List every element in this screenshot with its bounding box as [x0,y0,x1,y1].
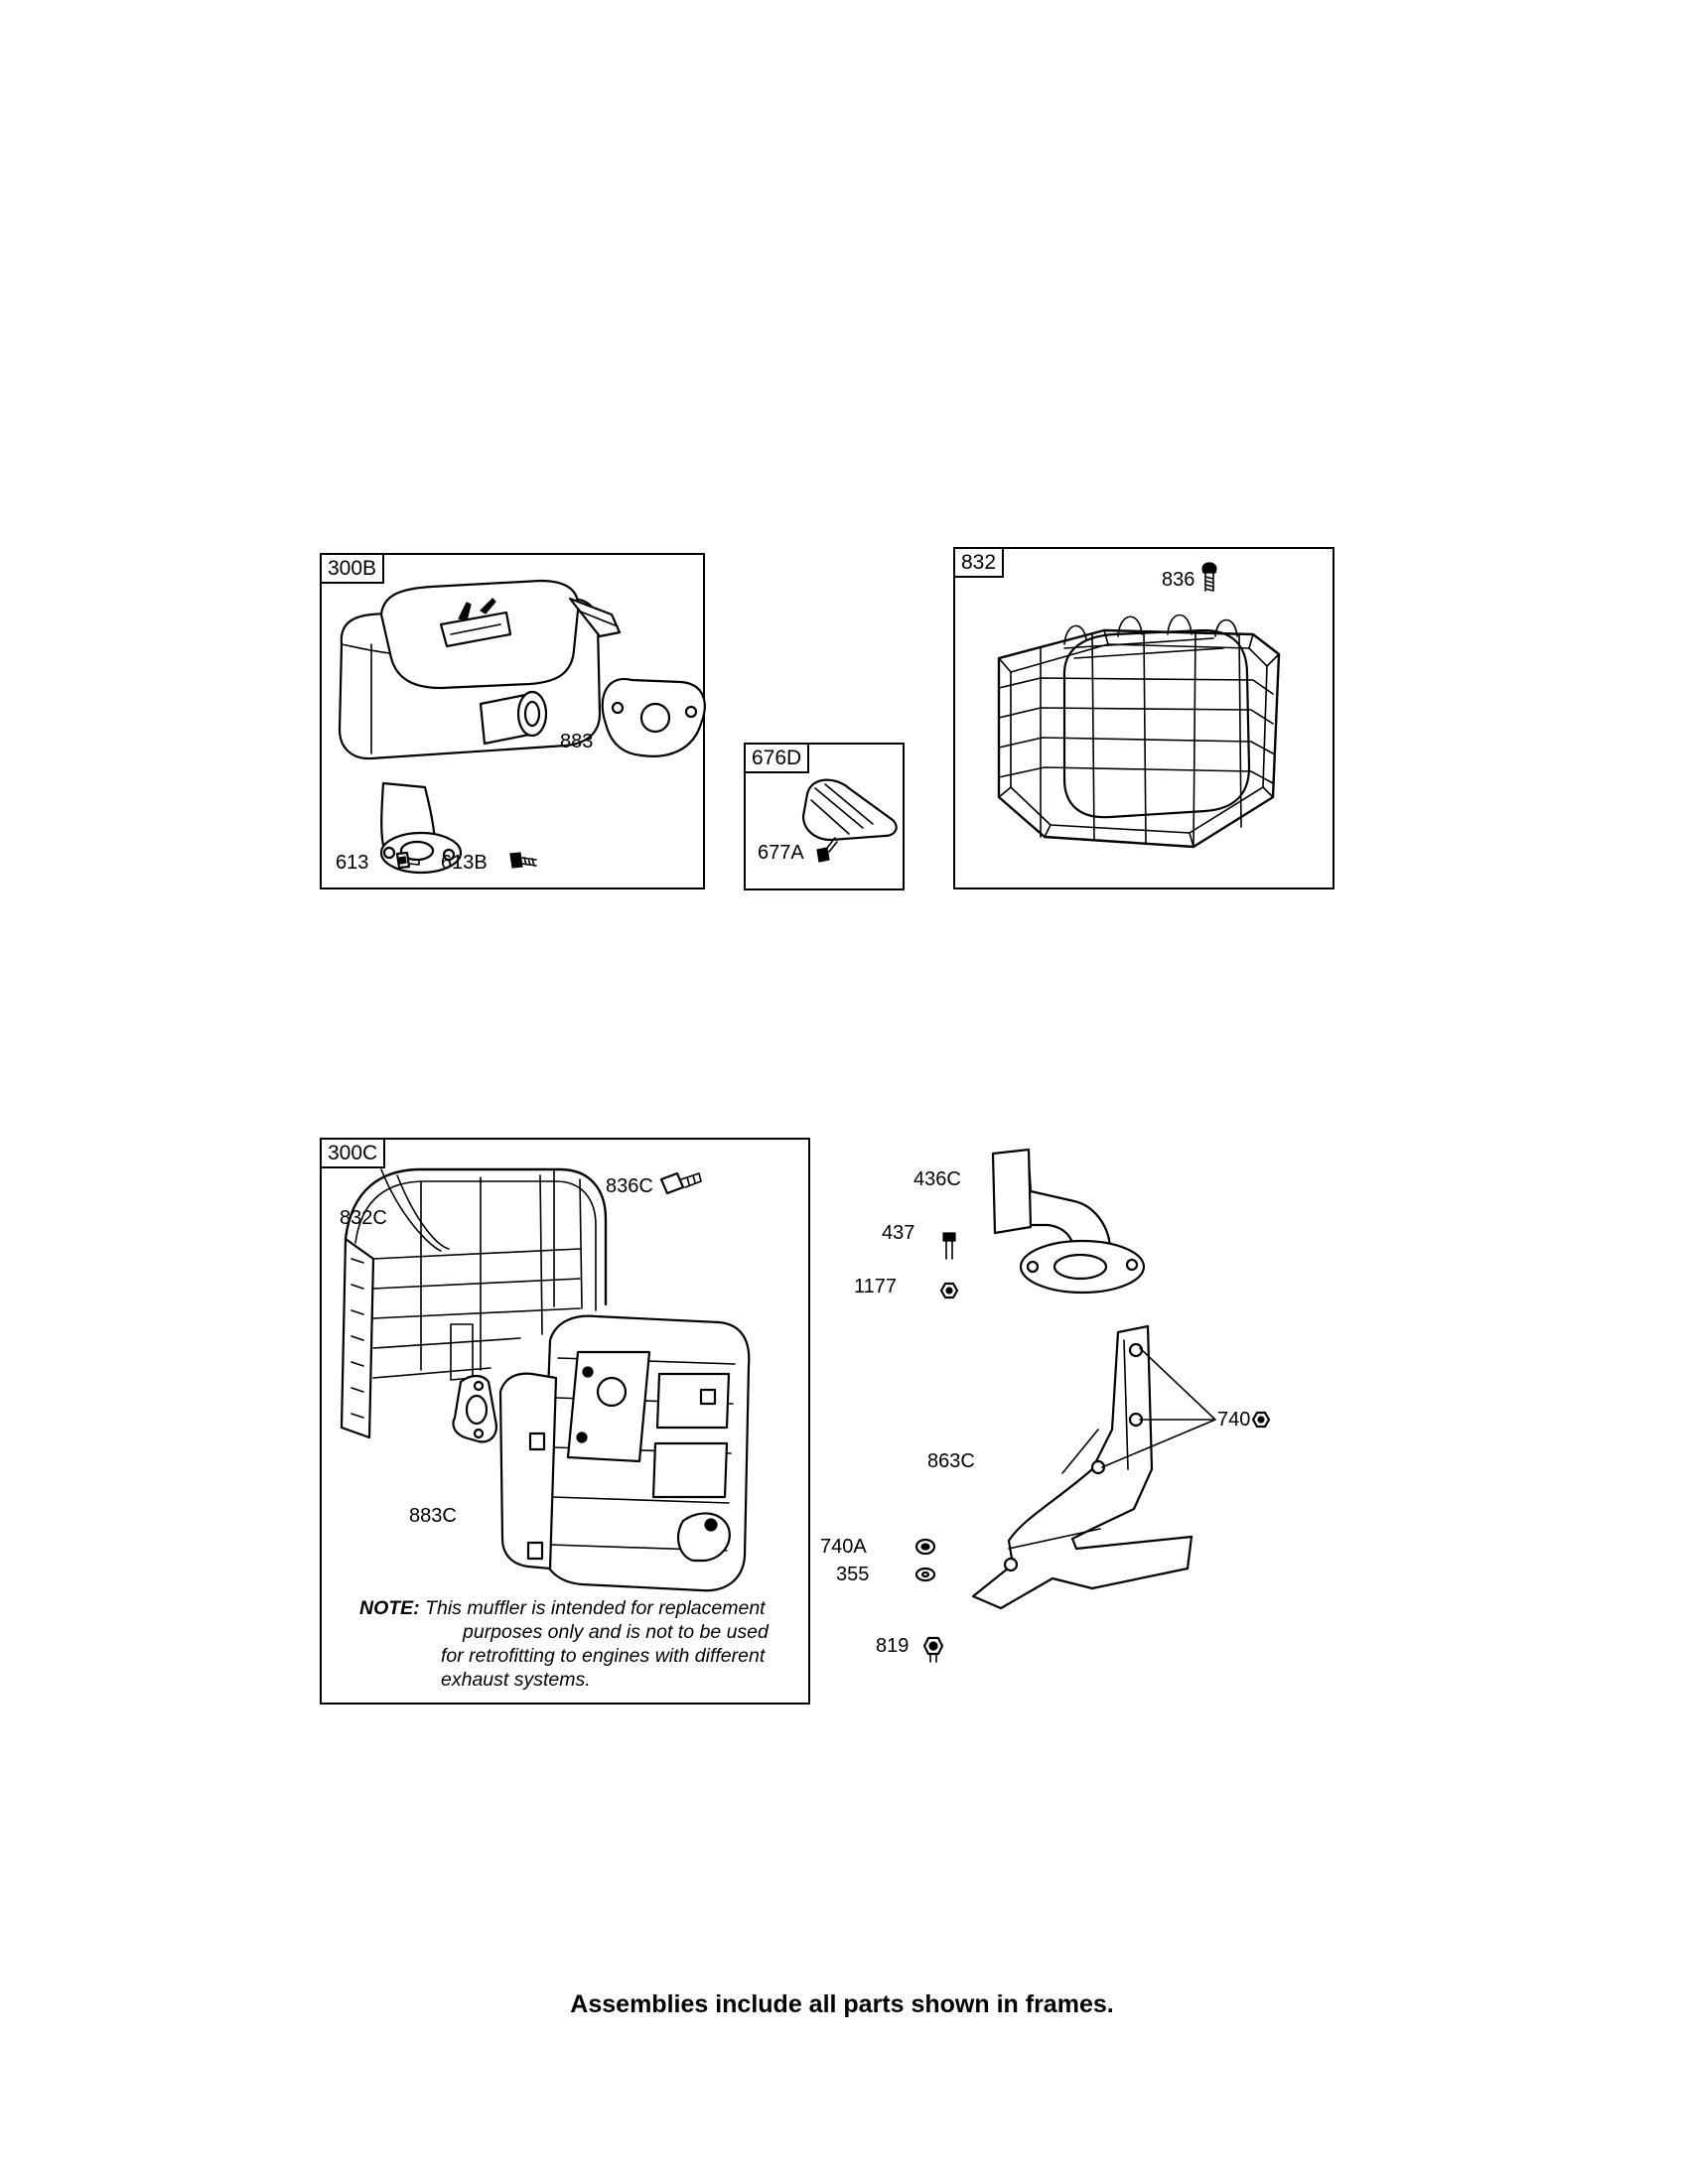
spark-arrester-676d-drawing [801,778,898,863]
frame-tag-676d: 676D [744,743,810,773]
part-label-1177: 1177 [854,1276,898,1297]
part-label-437: 437 [882,1222,915,1244]
muffler-300b-drawing [338,579,706,875]
part-label-355: 355 [836,1564,870,1585]
note-line-4: exhaust systems. [441,1669,591,1691]
muffler-guard-832-drawing [997,562,1281,849]
part-label-832c: 832C [340,1207,387,1229]
frame-tag-300c: 300C [320,1138,386,1168]
frame-tag-832: 832 [953,547,1005,578]
part-label-677a: 677A [758,842,804,864]
note-line-3: for retrofitting to engines with differe… [441,1645,766,1667]
part-label-436c: 436C [913,1168,961,1190]
part-label-740: 740 [1217,1409,1251,1431]
note-heading: NOTE: [359,1597,420,1619]
loose-parts-drawing [914,1148,1271,1663]
part-label-613b: 613B [441,852,488,874]
frame-300b: 300B [320,553,706,889]
frame-676d: 676D 677A [744,743,905,890]
part-label-863c: 863C [927,1450,975,1472]
part-label-836c: 836C [606,1175,653,1197]
note-line-1: This muffler is intended for replacement [425,1597,766,1619]
note-line-2: purposes only and is not to be used [463,1621,769,1643]
part-label-613: 613 [336,852,369,874]
frame-832: 832 [953,547,1334,889]
part-label-836: 836 [1162,569,1195,591]
assemblies-footnote: Assemblies include all parts shown in fr… [570,1990,1114,2018]
muffler-300c-drawing [340,1167,751,1592]
frame-tag-300b: 300B [320,553,385,584]
part-label-819: 819 [876,1635,910,1657]
frame-300c: 300C [320,1138,810,1705]
part-label-883c: 883C [409,1505,457,1527]
part-label-883: 883 [560,731,594,752]
muffler-note: NOTE: This muffler is intended for repla… [359,1596,796,1692]
part-label-740a: 740A [820,1536,867,1558]
